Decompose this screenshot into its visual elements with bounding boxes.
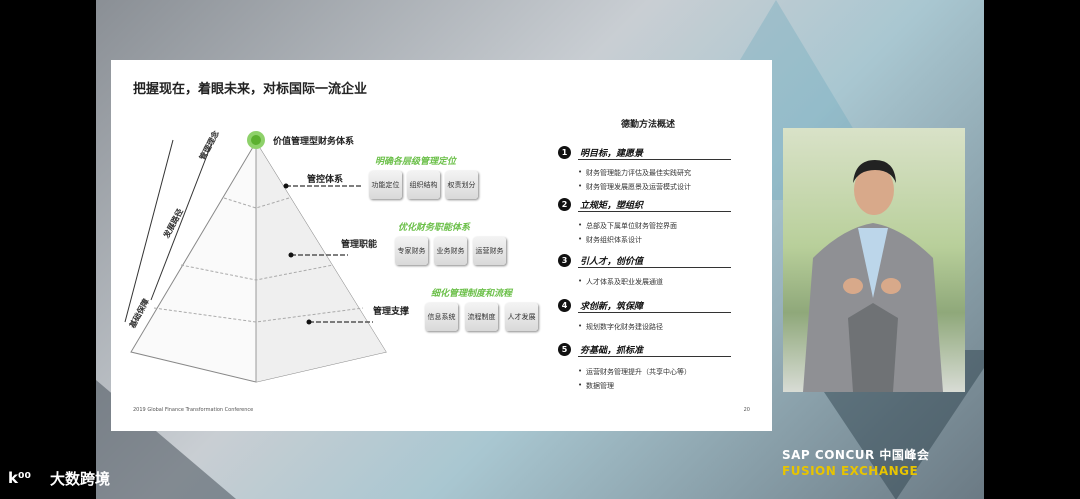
step-bullet: 财务管理能力评估及最佳实践研究 <box>578 168 691 178</box>
tier-goal: 优化财务职能体系 <box>398 223 471 233</box>
step-bullet: 财务组织体系设计 <box>578 235 642 245</box>
watermark-icon: k⁰⁰ <box>8 469 32 487</box>
step-heading: 夯基础，抓标准 <box>580 346 644 356</box>
step-divider <box>578 267 731 268</box>
step-number: 1 <box>558 146 571 159</box>
tier-goal: 细化管理制度和流程 <box>431 289 513 299</box>
step-bullet: 数据管理 <box>578 381 614 391</box>
slide-page-number: 20 <box>743 407 750 413</box>
step-bullet: 总部及下属单位财务管控界面 <box>578 221 677 231</box>
tier-goal: 明确各层级管理定位 <box>375 157 457 167</box>
pyramid-diagram <box>124 131 387 383</box>
tier-box: 运营财务 <box>473 237 506 265</box>
tier-box: 权责划分 <box>445 171 478 199</box>
tier-box: 功能定位 <box>369 171 402 199</box>
tier-box: 流程制度 <box>465 303 498 331</box>
presentation-slide: 把握现在，着眼未来，对标国际一流企业 价值管理型财务体系 管理理念 发展路径 基… <box>111 60 772 431</box>
watermark-text: 大数跨境 <box>50 470 111 488</box>
tier-name: 管控体系 <box>307 175 344 185</box>
step-number: 4 <box>558 299 571 312</box>
step-divider <box>578 159 731 160</box>
step-number: 2 <box>558 198 571 211</box>
tier-box: 业务财务 <box>434 237 467 265</box>
step-divider <box>578 356 731 357</box>
step-bullet: 运营财务管理提升（共享中心等） <box>578 367 691 377</box>
tier-name: 管理支撑 <box>373 307 410 317</box>
pyramid-apex-label: 价值管理型财务体系 <box>273 137 355 147</box>
event-logo: SAP CONCUR 中国峰会 <box>782 448 930 462</box>
step-heading: 明目标，建愿景 <box>580 149 644 159</box>
step-number: 5 <box>558 343 571 356</box>
step-divider <box>578 312 731 313</box>
step-bullet: 人才体系及职业发展通道 <box>578 277 663 287</box>
step-heading: 引人才，创价值 <box>580 257 644 267</box>
methods-title: 德勤方法概述 <box>621 120 676 130</box>
tier-box: 专家财务 <box>395 237 428 265</box>
tier-box: 信息系统 <box>425 303 458 331</box>
tier-box: 人才发展 <box>505 303 538 331</box>
presenter-video <box>783 128 965 392</box>
step-bullet: 财务管理发展愿景及运营模式设计 <box>578 182 691 192</box>
event-sub-logo: FUSION EXCHANGE <box>782 464 919 478</box>
tier-box: 组织结构 <box>407 171 440 199</box>
step-bullet: 规划数字化财务建设路径 <box>578 322 663 332</box>
presenter-figure <box>803 160 943 392</box>
step-number: 3 <box>558 254 571 267</box>
slide-footer: 2019 Global Finance Transformation Confe… <box>133 407 254 413</box>
slide-title: 把握现在，着眼未来，对标国际一流企业 <box>133 82 368 97</box>
tier-name: 管理职能 <box>341 240 378 250</box>
step-heading: 立规矩，塑组织 <box>580 201 644 211</box>
step-heading: 求创新，筑保障 <box>580 302 644 312</box>
step-divider <box>578 211 731 212</box>
